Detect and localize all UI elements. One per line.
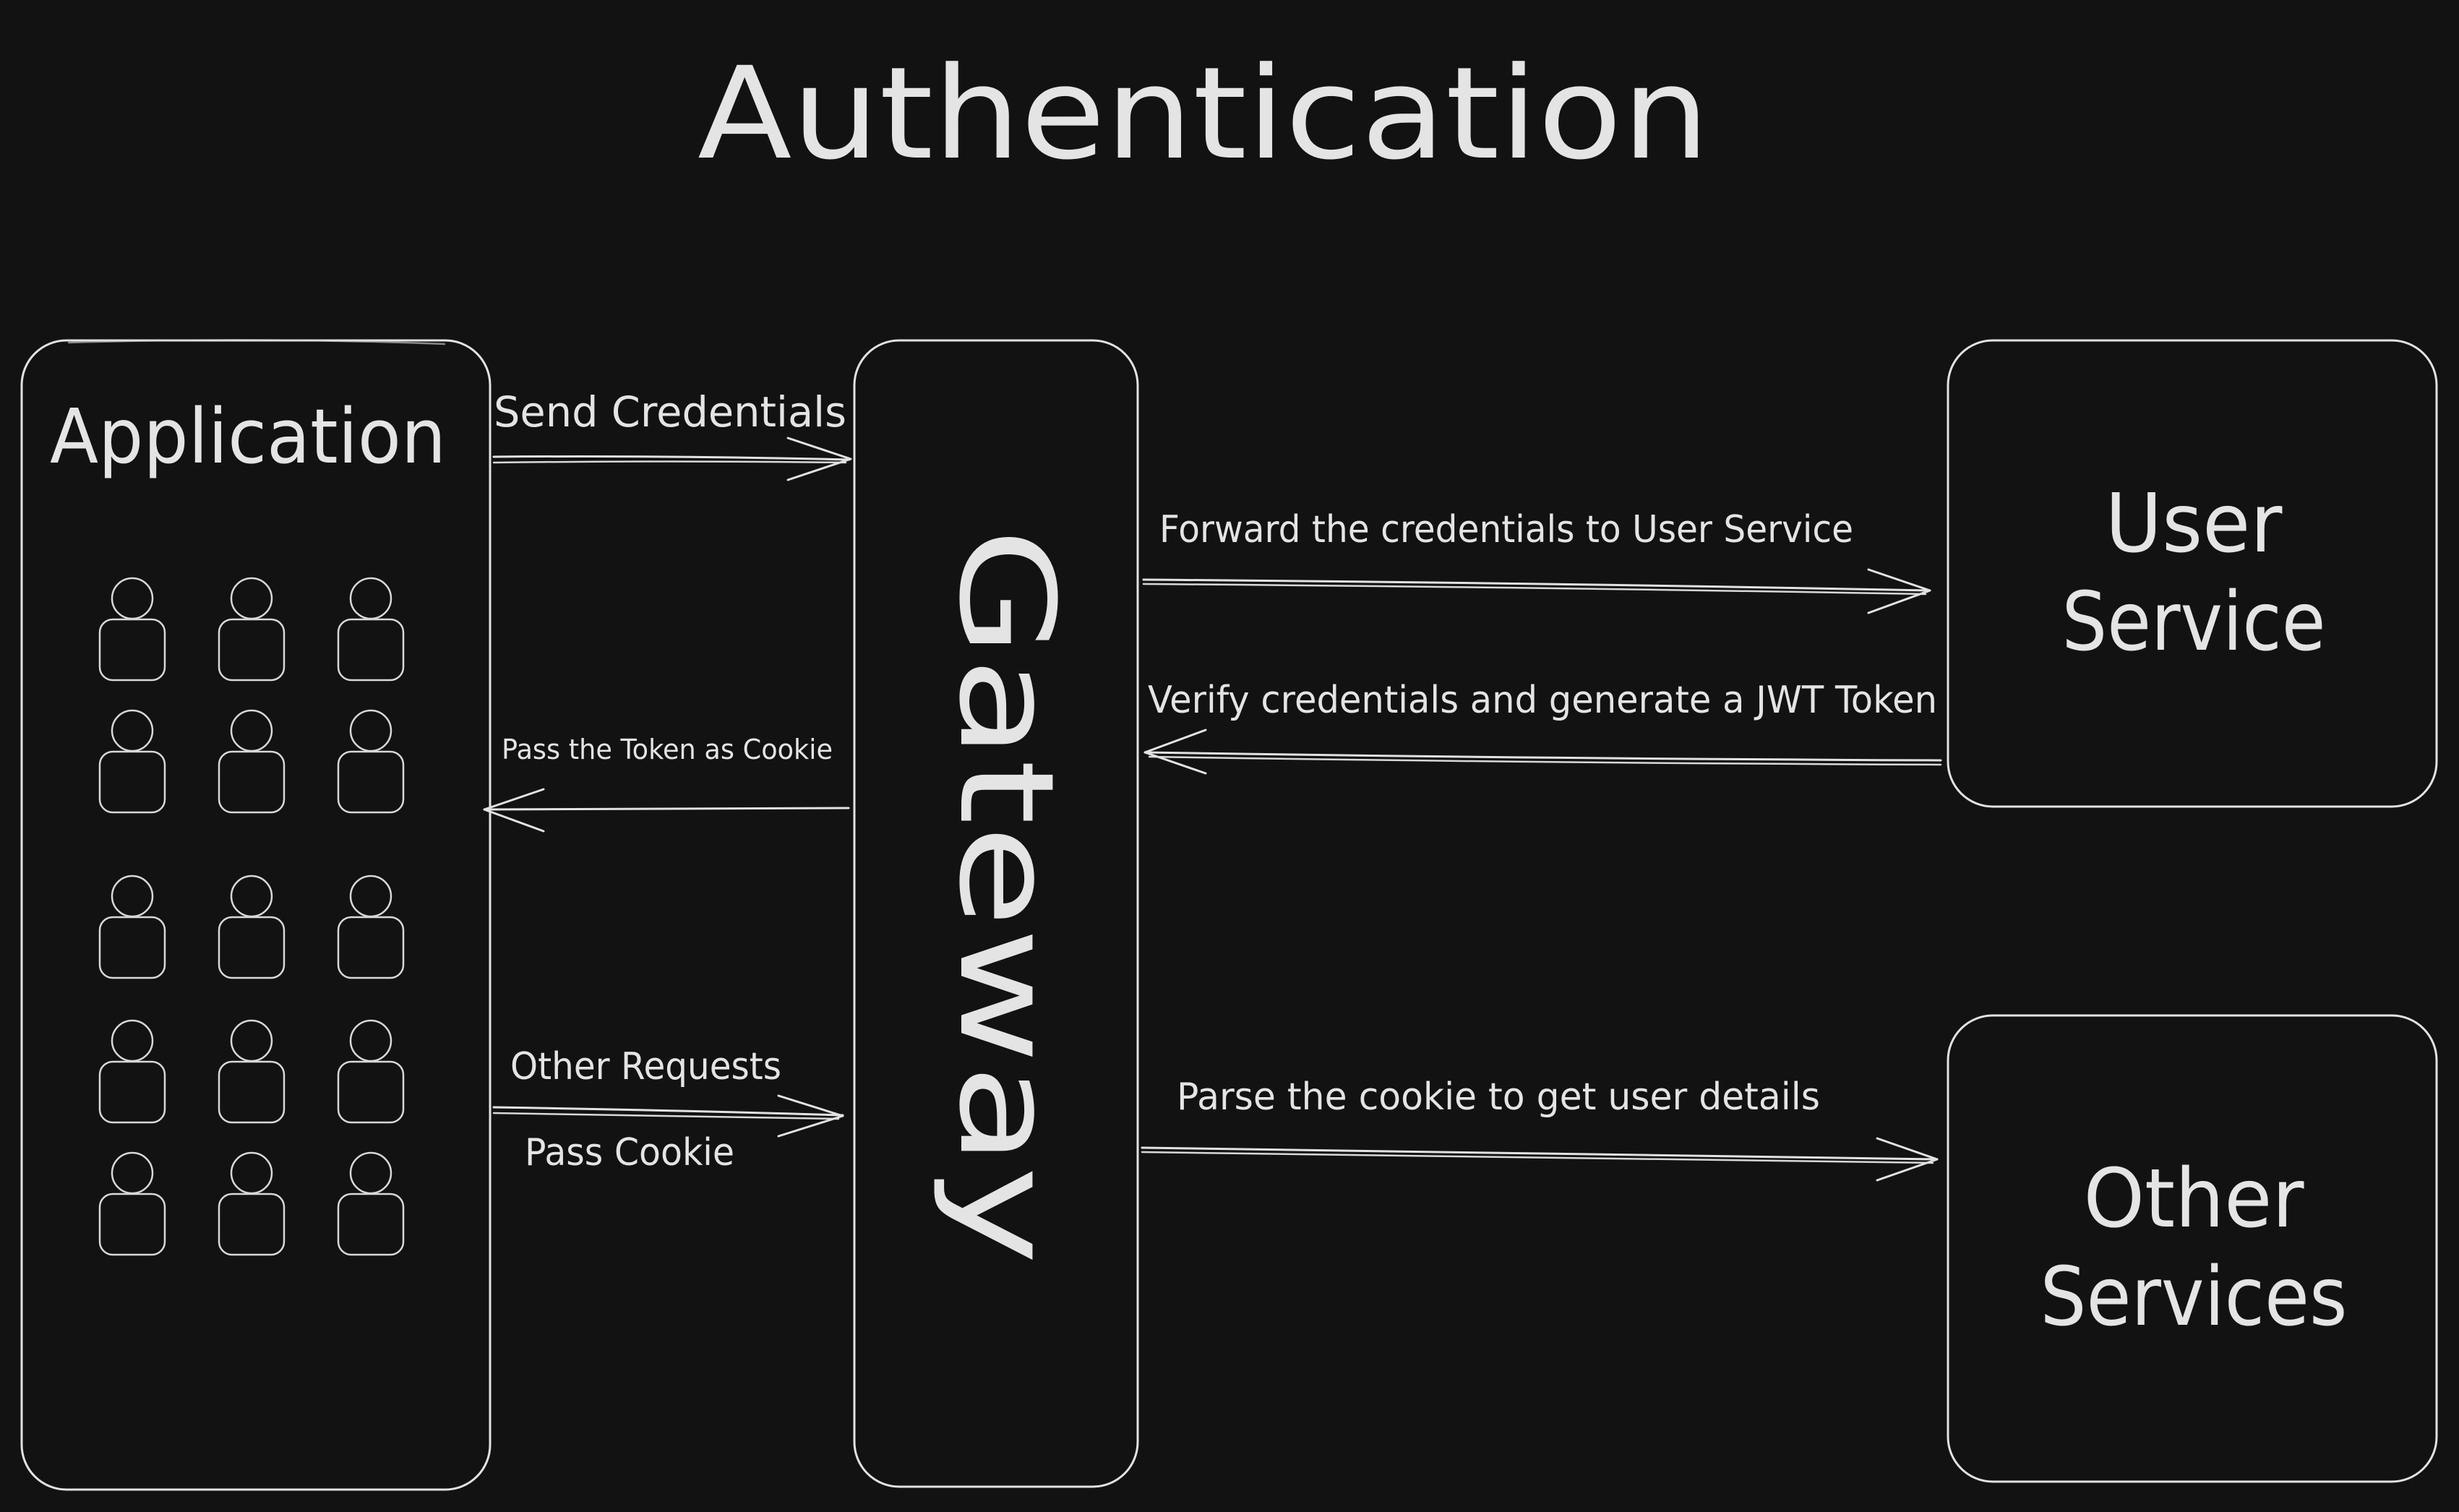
user-icon-body: [337, 618, 405, 682]
pass-token-arrow: [483, 807, 850, 811]
user-icon-body: [218, 1193, 286, 1256]
user-icon: [337, 1019, 405, 1124]
gateway-node: Gateway: [853, 339, 1139, 1488]
parse-cookie-arrowhead: [1876, 1137, 1939, 1182]
user-service-box: [1947, 339, 2438, 808]
user-icon: [337, 709, 405, 814]
user-icon-body: [98, 1060, 166, 1124]
user-icon-body: [218, 618, 286, 682]
user-icon: [337, 577, 405, 682]
user-icon-head: [230, 577, 273, 620]
user-icon-body: [98, 1193, 166, 1256]
user-icon-body: [98, 916, 166, 979]
user-icon-head: [349, 577, 392, 620]
user-icon-head: [111, 875, 154, 918]
edge-forward-credentials: Forward the credentials to User Service: [1142, 508, 1931, 614]
forward-credentials-label: Forward the credentials to User Service: [1159, 508, 1853, 551]
verify-credentials-arrow: [1143, 751, 1942, 762]
user-icon: [98, 709, 166, 814]
user-icon-body: [98, 750, 166, 814]
other-requests-arrowhead: [777, 1094, 844, 1138]
gateway-box: [853, 339, 1139, 1488]
send-credentials-arrow: [492, 455, 851, 461]
other-services-label-line2: Services: [2040, 1250, 2348, 1344]
forward-credentials-arrow: [1142, 578, 1931, 592]
edge-parse-cookie: Parse the cookie to get user details: [1141, 1075, 1939, 1182]
other-services-box: [1947, 1014, 2438, 1483]
user-icon: [98, 1151, 166, 1256]
user-icon: [218, 577, 286, 682]
user-icon-head: [111, 709, 154, 752]
user-icon: [218, 1019, 286, 1124]
pass-token-arrowhead: [483, 788, 545, 833]
user-icon-head: [230, 1151, 273, 1195]
other-requests-label: Other Requests: [510, 1045, 781, 1088]
user-icon-body: [98, 618, 166, 682]
user-icon-head: [230, 875, 273, 918]
edge-verify-credentials: Verify credentials and generate a JWT To…: [1143, 679, 1942, 775]
user-icon-head: [349, 709, 392, 752]
user-icon: [337, 875, 405, 979]
user-icon-body: [337, 750, 405, 814]
user-icon-grid: [98, 577, 405, 1256]
forward-credentials-arrowhead: [1867, 568, 1931, 614]
user-icon-body: [337, 1060, 405, 1124]
gateway-label: Gateway: [930, 528, 1081, 1265]
user-service-label-line1: User: [2106, 477, 2283, 571]
application-node: Application: [20, 339, 492, 1491]
user-service-node: User Service: [1947, 339, 2438, 808]
edge-other-requests: Other Requests Pass Cookie: [492, 1045, 844, 1174]
user-service-label-line2: Service: [2062, 575, 2326, 669]
user-icon: [218, 709, 286, 814]
parse-cookie-label: Parse the cookie to get user details: [1177, 1075, 1820, 1119]
user-icon: [98, 1019, 166, 1124]
application-box: [20, 339, 492, 1491]
user-icon: [218, 1151, 286, 1256]
user-icon-head: [349, 875, 392, 918]
user-icon-head: [349, 1019, 392, 1062]
user-icon-head: [349, 1151, 392, 1195]
user-icon: [337, 1151, 405, 1256]
application-label: Application: [50, 392, 446, 481]
user-icon: [98, 577, 166, 682]
user-icon: [98, 875, 166, 979]
send-credentials-label: Send Credentials: [494, 387, 846, 437]
user-icon-body: [218, 750, 286, 814]
user-icon-body: [337, 1193, 405, 1256]
user-icon-head: [230, 709, 273, 752]
other-requests-arrow: [492, 1106, 844, 1117]
user-icon: [218, 875, 286, 979]
user-icon-head: [111, 1019, 154, 1062]
pass-token-label: Pass the Token as Cookie: [502, 734, 833, 765]
user-icon-body: [218, 1060, 286, 1124]
edge-pass-token: Pass the Token as Cookie: [483, 734, 850, 833]
user-icon-head: [111, 1151, 154, 1195]
other-services-label-line1: Other: [2084, 1152, 2305, 1246]
pass-cookie-label: Pass Cookie: [525, 1131, 734, 1174]
edge-send-credentials: Send Credentials: [492, 387, 852, 481]
user-icon-body: [337, 916, 405, 979]
verify-credentials-arrowhead: [1143, 729, 1207, 775]
user-icon-head: [111, 577, 154, 620]
verify-credentials-label: Verify credentials and generate a JWT To…: [1148, 679, 1937, 722]
other-services-node: Other Services: [1947, 1014, 2438, 1483]
user-icon-body: [218, 916, 286, 979]
user-icon-head: [230, 1019, 273, 1062]
send-credentials-arrowhead: [786, 437, 852, 481]
diagram-title: Authentication: [698, 40, 1709, 188]
parse-cookie-arrow: [1141, 1146, 1939, 1161]
